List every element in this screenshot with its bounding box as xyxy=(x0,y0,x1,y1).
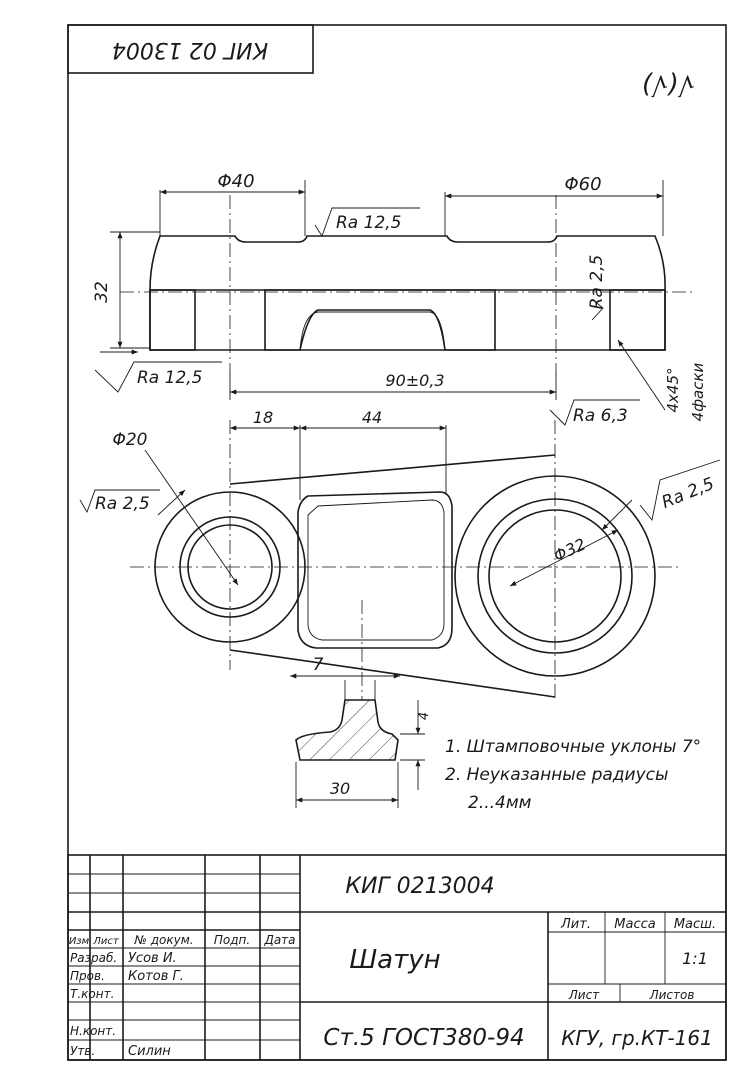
title-block: КИГ 0213004 Шатун Ст.5 ГОСТ380-94 КГУ, г… xyxy=(67,854,727,1061)
svg-text:Ra 12,5: Ra 12,5 xyxy=(336,213,402,233)
svg-text:Изм: Изм xyxy=(69,936,90,947)
dim-phi20: Φ20 xyxy=(112,430,239,586)
svg-text:Ra 2,5: Ra 2,5 xyxy=(95,494,150,514)
roughness-corner-symbol: √(√) xyxy=(641,69,694,99)
svg-text:Листов: Листов xyxy=(649,988,695,1002)
svg-text:Т.конт.: Т.конт. xyxy=(70,987,114,1001)
svg-text:Котов Г.: Котов Г. xyxy=(128,969,184,984)
note-3: 2...4мм xyxy=(468,793,532,813)
svg-text:4: 4 xyxy=(417,712,432,720)
dim-7: 7 xyxy=(290,655,400,679)
section-view xyxy=(120,195,695,370)
technical-notes: 1. Штамповочные уклоны 7° 2. Неуказанные… xyxy=(445,737,701,813)
dim-18: 18 xyxy=(230,408,301,500)
dim-phi32: Φ32 xyxy=(509,529,619,587)
svg-text:90±0,3: 90±0,3 xyxy=(385,371,444,390)
svg-text:Утв.: Утв. xyxy=(70,1044,95,1058)
svg-text:Φ60: Φ60 xyxy=(564,174,601,195)
svg-text:Φ32: Φ32 xyxy=(551,534,589,565)
drawing-frame xyxy=(67,24,727,1061)
roughness-top: Ra 12,5 xyxy=(314,207,420,238)
roughness-bottom-left: Ra 12,5 xyxy=(94,349,222,393)
dim-phi60: Φ60 xyxy=(444,174,664,236)
svg-text:Ra 6,3: Ra 6,3 xyxy=(573,406,628,426)
svg-text:Ra 2,5: Ra 2,5 xyxy=(587,255,607,310)
svg-text:Φ20: Φ20 xyxy=(112,430,147,450)
svg-text:44: 44 xyxy=(362,408,382,427)
svg-text:7: 7 xyxy=(313,655,324,675)
svg-text:32: 32 xyxy=(92,281,112,303)
roughness-63: Ra 6,3 xyxy=(549,399,640,426)
dim-phi40: Φ40 xyxy=(159,171,306,236)
svg-text:Подп.: Подп. xyxy=(214,933,250,947)
roughness-right-plan: Ra 2,5 xyxy=(601,459,721,531)
dim-90: 90±0,3 xyxy=(229,370,557,400)
designation: КИГ 0213004 xyxy=(345,874,494,899)
dim-4: 4 xyxy=(400,700,432,790)
material: Ст.5 ГОСТ380-94 xyxy=(323,1025,524,1051)
svg-text:Масса: Масса xyxy=(614,917,655,932)
svg-text:Пров.: Пров. xyxy=(70,969,105,983)
note-2: 2. Неуказанные радиусы xyxy=(445,765,668,785)
svg-text:Разраб.: Разраб. xyxy=(70,951,117,965)
svg-text:18: 18 xyxy=(253,408,273,427)
chamfer-callout: 4x45° 4фаски xyxy=(617,339,707,421)
part-name: Шатун xyxy=(349,945,440,975)
note-1: 1. Штамповочные уклоны 7° xyxy=(445,737,701,757)
svg-text:Н.конт.: Н.конт. xyxy=(70,1024,116,1038)
rotated-code-box: КИГ 02 13004 xyxy=(67,24,314,74)
svg-text:Φ40: Φ40 xyxy=(217,171,254,192)
dim-30: 30 xyxy=(295,762,399,808)
roughness-left-plan: Ra 2,5 xyxy=(79,489,186,516)
svg-text:30: 30 xyxy=(330,779,350,798)
roughness-right-vertical: Ra 2,5 xyxy=(587,255,607,321)
svg-text:Усов И.: Усов И. xyxy=(128,951,177,966)
svg-text:Ra 12,5: Ra 12,5 xyxy=(137,368,203,388)
rotated-code: КИГ 02 13004 xyxy=(112,37,268,62)
svg-text:4фаски: 4фаски xyxy=(689,362,707,421)
svg-text:Лит.: Лит. xyxy=(560,917,591,932)
svg-text:№ докум.: № докум. xyxy=(133,933,193,947)
organization: КГУ, гр.КТ-161 xyxy=(561,1026,713,1050)
svg-text:Лист: Лист xyxy=(568,988,600,1002)
plan-view xyxy=(130,420,680,700)
svg-text:Масш.: Масш. xyxy=(674,917,716,932)
scale-value: 1:1 xyxy=(682,949,708,968)
svg-text:Дата: Дата xyxy=(263,933,295,947)
rib-section xyxy=(295,680,399,761)
svg-text:Ra 2,5: Ra 2,5 xyxy=(659,474,717,513)
dim-height-32: 32 xyxy=(92,231,160,349)
svg-text:Силин: Силин xyxy=(128,1044,171,1059)
svg-text:4x45°: 4x45° xyxy=(664,367,682,412)
svg-text:Лист: Лист xyxy=(92,936,120,947)
dim-44: 44 xyxy=(300,408,447,495)
